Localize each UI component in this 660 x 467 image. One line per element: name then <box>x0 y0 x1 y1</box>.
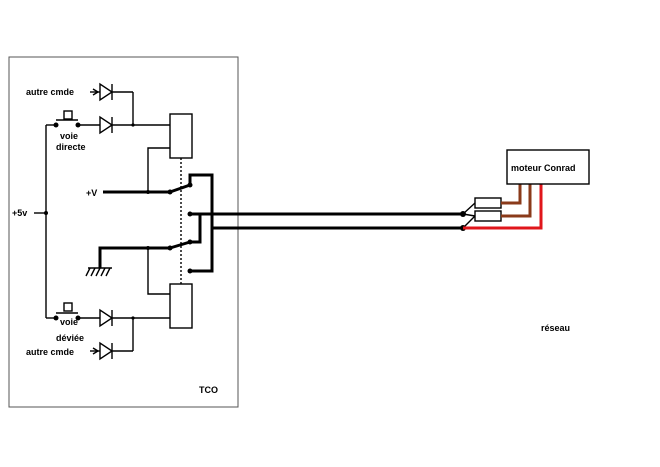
moteur-conrad-box <box>506 149 590 185</box>
label-voie-deviee-1: voie <box>60 317 78 327</box>
supply-bus <box>34 124 54 319</box>
main-cable <box>212 211 466 231</box>
label-voie-directe-2: directe <box>56 142 86 152</box>
ground-symbol <box>85 246 170 277</box>
diode-top-autre <box>99 82 133 102</box>
label-reseau: réseau <box>541 323 570 333</box>
push-button-voie-directe <box>53 110 100 128</box>
autre-cmde-bottom-input <box>90 347 100 355</box>
motor-wires <box>463 184 543 230</box>
label-voie-deviee-2: déviée <box>56 333 84 343</box>
label-tco: TCO <box>199 385 218 395</box>
autre-cmde-top-input <box>90 88 100 96</box>
label-autre-cmde-bottom: autre cmde <box>26 347 74 357</box>
relay-coil-top <box>169 113 193 159</box>
coil-return-wires <box>147 147 182 295</box>
label-plus-5v: +5v <box>12 208 27 218</box>
plus-v-input <box>103 190 170 194</box>
relay-contacts <box>167 173 234 274</box>
tco-panel-border <box>8 56 239 408</box>
label-voie-directe-1: voie <box>60 131 78 141</box>
diode-top-directe <box>99 115 170 135</box>
relay-coil-bottom <box>169 283 193 329</box>
label-plus-v: +V <box>86 188 97 198</box>
push-button-voie-deviee <box>53 302 100 321</box>
diode-bottom-autre <box>99 341 133 361</box>
terminal-block <box>462 197 502 229</box>
diode-bottom-deviee <box>99 308 170 328</box>
label-autre-cmde-top: autre cmde <box>26 87 74 97</box>
label-moteur-conrad: moteur Conrad <box>511 163 576 173</box>
